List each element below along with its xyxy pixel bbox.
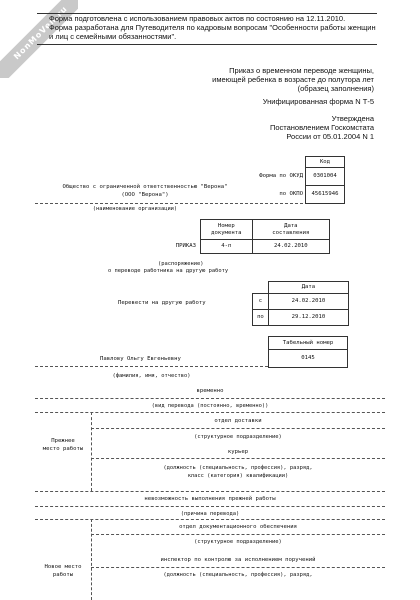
title-line-2: имеющей ребенка в возрасте до полутора л… <box>212 75 374 84</box>
new-place-label: Новое место работы <box>35 563 91 579</box>
organization-name: Общество с ограниченной ответственностью… <box>35 183 255 199</box>
prev-pos-caption-2: класс (категория) квалификации) <box>187 473 289 479</box>
org-name-line-2: (ООО "Верона") <box>121 192 169 198</box>
okpo-label: по ОКПО <box>279 191 303 197</box>
prev-label-2: место работы <box>42 446 84 452</box>
employee-caption: (фамилия, имя, отчество) <box>112 373 191 379</box>
transfer-to-date: 29.12.2010 <box>267 309 350 326</box>
prev-position: курьер <box>227 449 249 455</box>
new-divider <box>91 519 92 600</box>
order-date: 24.02.2010 <box>251 239 331 254</box>
new-label-1: Новое место <box>44 564 82 570</box>
new-dept: отдел документационного обеспечения <box>179 524 297 530</box>
prev-dept-caption: (структурное подразделение) <box>194 434 282 440</box>
approval-block: Утверждена Постановлением Госкомстата Ро… <box>114 114 374 141</box>
new-dept-rule <box>91 534 385 535</box>
title-line-1: Приказ о временном переводе женщины, <box>229 66 374 75</box>
unified-form-label: Унифицированная форма N Т-5 <box>262 97 374 106</box>
prev-pos-caption-1: (должность (специальность, профессия), р… <box>163 465 313 471</box>
header-line-1: Форма подготовлена с использованием прав… <box>49 14 346 23</box>
transfer-kind: временно <box>196 388 224 394</box>
prev-position-caption: (должность (специальность, профессия), р… <box>91 464 385 480</box>
prev-divider <box>91 412 92 491</box>
approval-line-1: Утверждена <box>331 114 374 123</box>
prev-bottom-rule <box>35 491 385 492</box>
org-caption: (наименование организации) <box>92 206 178 212</box>
order-date-head-2: составления <box>272 229 310 236</box>
prev-place-label: Прежнее место работы <box>35 437 91 453</box>
transfer-corner <box>253 282 269 294</box>
codes-head: Код <box>305 156 345 168</box>
reason-rule <box>35 506 385 507</box>
order-subtitle-2: о переводе работника на другую работу <box>108 268 229 274</box>
approval-line-2: Постановлением Госкомстата <box>269 123 374 132</box>
new-position-caption: (должность (специальность, профессия), р… <box>163 572 313 578</box>
tab-number: 0145 <box>268 349 348 368</box>
header-top-rule <box>37 13 377 14</box>
new-label-2: работы <box>52 572 74 578</box>
employee-rule <box>35 366 268 367</box>
prev-dept: отдел доставки <box>214 418 262 424</box>
transfer-from-date: 24.02.2010 <box>267 293 350 310</box>
employee-tab-table: Табельный номер 0145 <box>268 336 348 368</box>
transfer-date-head: Дата <box>267 281 350 294</box>
transfer-kind-caption: (вид перевода (постоянно, временно)) <box>151 403 269 409</box>
prev-top-rule <box>35 412 385 413</box>
transfer-to-label: по <box>252 309 269 326</box>
header-note: Форма подготовлена с использованием прав… <box>37 14 377 41</box>
order-number-head-1: Номер <box>217 222 235 229</box>
new-dept-caption: (структурное подразделение) <box>194 539 282 545</box>
okud-label: Форма по ОКУД <box>259 173 303 179</box>
transfer-from-label: с <box>252 293 269 310</box>
org-name-line-1: Общество с ограниченной ответственностью… <box>62 184 228 190</box>
prev-dept-rule <box>91 428 385 429</box>
order-label: ПРИКАЗ <box>175 243 196 249</box>
transfer-label: Перевести на другую работу <box>118 300 206 306</box>
order-date-head: Дата составления <box>251 219 331 240</box>
header-bottom-rule <box>37 44 377 45</box>
new-top-rule <box>35 519 385 520</box>
title-line-3: (образец заполнения) <box>297 84 374 93</box>
order-number-head: Номер документа <box>200 219 253 240</box>
transfer-kind-rule <box>35 398 385 399</box>
okud-code: 0301004 <box>305 167 345 186</box>
okpo-code: 45615946 <box>305 185 345 204</box>
transfer-dates-table: Дата с 24.02.2010 по 29.12.2010 <box>252 281 350 326</box>
order-number-head-2: документа <box>211 229 242 236</box>
reason-caption: (причина перевода) <box>180 511 240 517</box>
order-table: Номер документа Дата составления 4-п 24.… <box>200 219 331 254</box>
new-position-rule <box>91 567 385 568</box>
transfer-reason: невозможность выполнения прежней работы <box>144 496 276 502</box>
order-date-head-1: Дата <box>284 222 298 229</box>
approval-line-3: России от 05.01.2004 N 1 <box>286 132 374 141</box>
tab-number-head: Табельный номер <box>268 336 348 350</box>
new-position: инспектор по контролю за исполнением пор… <box>160 557 316 563</box>
document-title: Приказ о временном переводе женщины, име… <box>114 66 374 93</box>
employee-name: Павлову Ольгу Евгеньевну <box>100 356 181 362</box>
codes-table: Код 0301004 45615946 <box>305 156 345 204</box>
header-line-2: Форма разработана для Путеводителя по ка… <box>49 23 376 41</box>
org-rule <box>35 203 303 204</box>
order-number: 4-п <box>200 239 253 254</box>
order-subtitle-1: (распоряжение) <box>158 261 204 267</box>
prev-label-1: Прежнее <box>51 438 75 444</box>
prev-position-rule <box>91 458 385 459</box>
